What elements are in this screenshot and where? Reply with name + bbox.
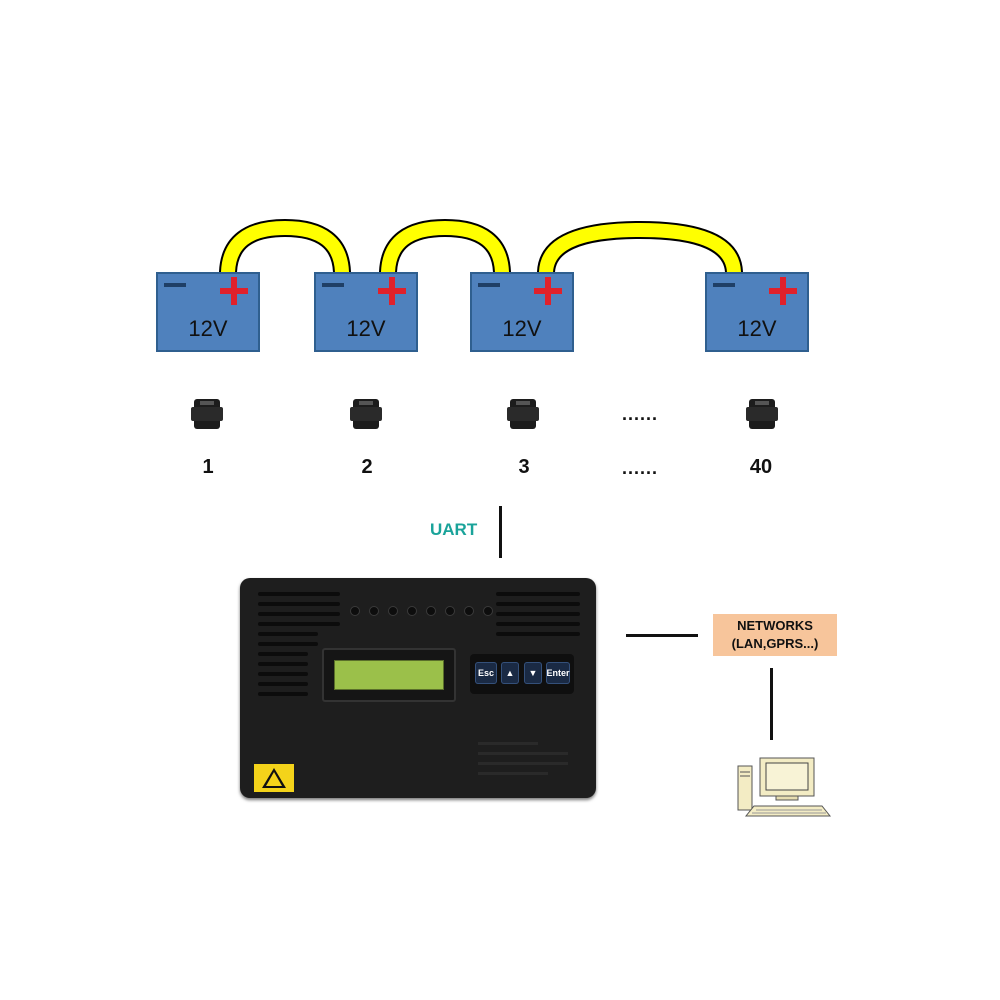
- vent-slot: [258, 652, 308, 656]
- enter-button[interactable]: Enter: [546, 662, 570, 684]
- led-indicator: [464, 606, 474, 616]
- device-label-line: [478, 772, 548, 775]
- vent-slot: [496, 602, 580, 606]
- vent-slot: [258, 592, 340, 596]
- device-label-line: [478, 742, 538, 745]
- led-indicator: [369, 606, 379, 616]
- sensor-number: 40: [749, 456, 773, 478]
- network-connection-line: [626, 634, 698, 637]
- vent-slot: [258, 682, 308, 686]
- sensor-ellipsis: ......: [622, 404, 659, 424]
- high-voltage-warning-icon: [254, 764, 294, 792]
- led-indicator: [407, 606, 417, 616]
- networks-box: NETWORKS (LAN,GPRS...): [713, 614, 837, 656]
- computer-connection-line: [770, 668, 773, 740]
- negative-terminal-icon: [478, 283, 500, 287]
- vent-slot: [258, 602, 340, 606]
- computer-icon: [737, 757, 832, 817]
- networks-line2: (LAN,GPRS...): [731, 636, 819, 651]
- vent-slot: [258, 662, 308, 666]
- vent-slot: [258, 622, 340, 626]
- sensor-module-icon: [746, 399, 778, 429]
- positive-terminal-icon: [220, 277, 248, 305]
- battery-voltage: 12V: [188, 316, 228, 341]
- device-label-line: [478, 752, 568, 755]
- battery-40: 12V: [705, 272, 809, 352]
- device-label-line: [478, 762, 568, 765]
- vent-slot: [496, 592, 580, 596]
- lcd-screen: [334, 660, 444, 690]
- vent-slot: [496, 612, 580, 616]
- led-indicator: [388, 606, 398, 616]
- positive-terminal-icon: [534, 277, 562, 305]
- battery-2: 12V: [314, 272, 418, 352]
- positive-terminal-icon: [378, 277, 406, 305]
- led-indicator: [483, 606, 493, 616]
- sensor-module-icon: [350, 399, 382, 429]
- battery-voltage: 12V: [346, 316, 386, 341]
- battery-voltage: 12V: [737, 316, 777, 341]
- vent-slot: [496, 622, 580, 626]
- battery-cables: [219, 218, 743, 281]
- sensor-number: 3: [518, 456, 530, 478]
- negative-terminal-icon: [322, 283, 344, 287]
- positive-terminal-icon: [769, 277, 797, 305]
- vent-slot: [258, 642, 318, 646]
- battery-voltage: 12V: [502, 316, 542, 341]
- vent-slot: [258, 692, 308, 696]
- negative-terminal-icon: [164, 283, 186, 287]
- vent-slot: [258, 612, 340, 616]
- battery-3: 12V: [470, 272, 574, 352]
- up-arrow-button[interactable]: ▲: [501, 662, 519, 684]
- vent-slot: [258, 632, 318, 636]
- sensor-number: 1: [202, 456, 214, 478]
- vent-slot: [496, 632, 580, 636]
- sensor-module-icon: [507, 399, 539, 429]
- down-arrow-button[interactable]: ▼: [524, 662, 542, 684]
- number-ellipsis: ......: [622, 458, 659, 478]
- vent-slot: [258, 672, 308, 676]
- led-indicator: [445, 606, 455, 616]
- led-indicator: [350, 606, 360, 616]
- uart-connection-line: [499, 506, 502, 558]
- negative-terminal-icon: [713, 283, 735, 287]
- battery-1: 12V: [156, 272, 260, 352]
- sensor-number: 2: [361, 456, 373, 478]
- networks-line1: NETWORKS: [737, 618, 813, 633]
- sensor-module-icon: [191, 399, 223, 429]
- esc-button[interactable]: Esc: [475, 662, 497, 684]
- led-indicator: [426, 606, 436, 616]
- uart-label: UART: [430, 520, 478, 539]
- status-leds: [350, 606, 493, 616]
